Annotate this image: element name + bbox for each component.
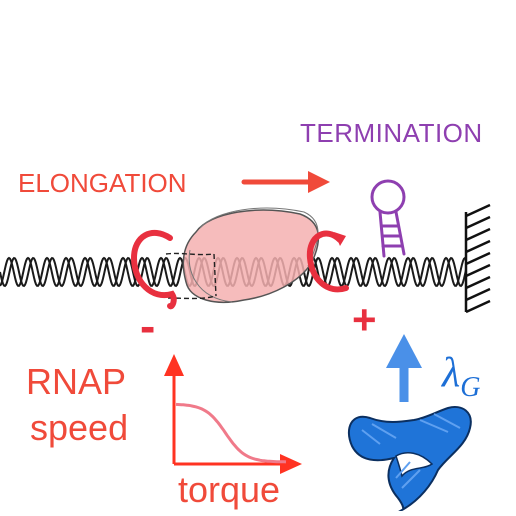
gyrase-effect-arrow (386, 334, 422, 402)
elongation-arrow (241, 171, 330, 193)
lambda-subscript: G (460, 372, 480, 403)
gyrase-protein (347, 406, 472, 512)
rnap-speed-line1: RNAP (26, 361, 125, 402)
rnap-polymerase (165, 207, 320, 303)
dna-end-barrier (464, 203, 491, 314)
elongation-label: ELONGATION (18, 168, 187, 198)
plot-x-arrowhead (280, 454, 302, 474)
positive-supercoil-loop (306, 230, 349, 293)
termination-label: TERMINATION (300, 118, 483, 148)
terminator-hairpin (370, 179, 406, 258)
lambda-symbol: λ (440, 350, 460, 396)
plot-y-arrowhead (164, 354, 184, 376)
rnap-speed-label: RNAP speed (26, 361, 135, 448)
minus-sign: - (140, 300, 155, 352)
rnap-speed-line2: speed (30, 407, 128, 448)
plus-sign: + (352, 296, 377, 343)
speed-vs-torque-curve (175, 402, 287, 464)
torque-label: torque (178, 469, 280, 510)
lambda-g-symbol: λG (440, 350, 480, 403)
negative-supercoil-loop (130, 229, 177, 310)
torque-speed-plot (164, 354, 302, 474)
